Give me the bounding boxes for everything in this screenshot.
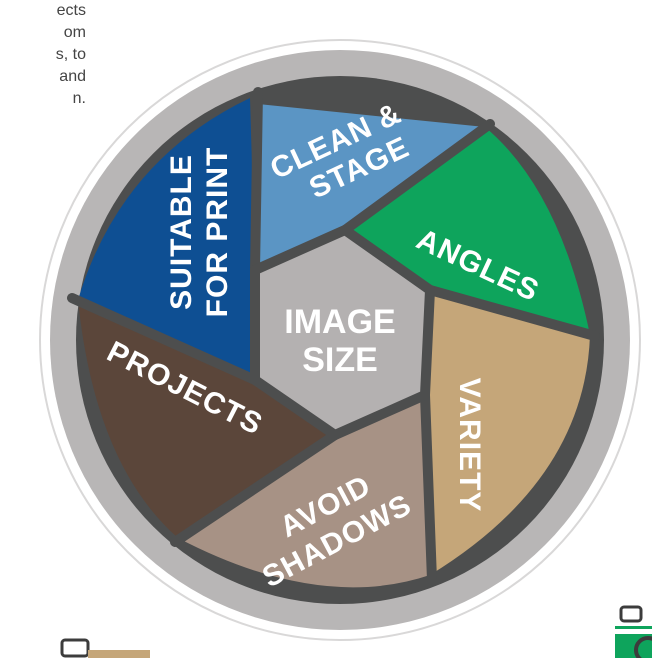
tape-measure-icon: [60, 638, 150, 658]
svg-text:FOR PRINT: FOR PRINT: [201, 147, 234, 318]
label-suitable-for-print: SUITABLE FOR PRINT: [165, 147, 234, 318]
segment-dividers: [67, 87, 600, 585]
intro-paragraph: ects om s, to and n.: [0, 0, 86, 110]
intro-line: n.: [72, 90, 86, 107]
svg-text:SUITABLE: SUITABLE: [165, 154, 198, 310]
center-label-line2: SIZE: [302, 341, 378, 379]
intro-line: om: [63, 24, 86, 41]
segment-projects[interactable]: [78, 300, 335, 538]
intro-line: ects: [56, 2, 86, 19]
svg-text:VARIETY: VARIETY: [453, 378, 486, 513]
camera-badge-icon: [615, 605, 652, 658]
intro-line: and: [59, 68, 86, 85]
center-label-line1: IMAGE: [284, 303, 395, 341]
segment-suitable-for-print[interactable]: [78, 98, 255, 380]
intro-line: s, to: [55, 46, 86, 63]
segment-angles[interactable]: [345, 127, 590, 335]
label-variety: VARIETY: [453, 378, 486, 513]
segment-variety[interactable]: [425, 290, 590, 575]
segment-avoid-shadows[interactable]: [178, 395, 430, 588]
center-hexagon: [255, 230, 430, 435]
segment-clean-stage[interactable]: [255, 104, 485, 270]
